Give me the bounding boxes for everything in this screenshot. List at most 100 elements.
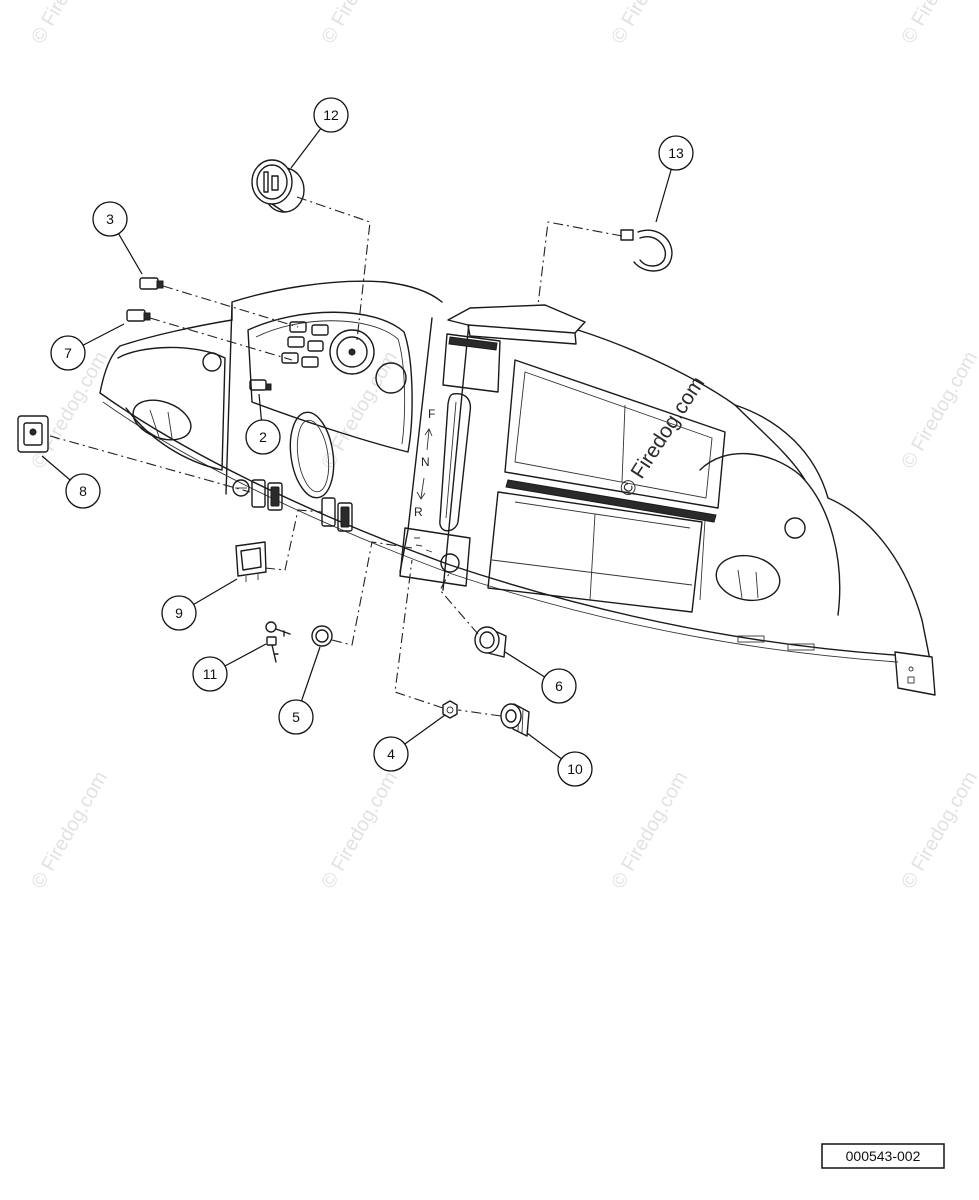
dashboard-body: F N R [99, 280, 936, 696]
key-head [266, 636, 277, 646]
key-switch-glyphs [414, 537, 433, 553]
callout-bubble [192, 656, 228, 692]
bezel-clips [245, 574, 259, 582]
key-blade [275, 628, 291, 637]
callout-bubble [65, 473, 101, 509]
dash-bottom-lip [102, 401, 899, 663]
callout-bubble [541, 668, 577, 704]
glovebox-handle [505, 479, 717, 523]
assembly-line-7 [149, 317, 293, 361]
part-11-keys [265, 621, 291, 663]
assembly-line-8 [49, 435, 251, 493]
assembly-line-13 [537, 221, 623, 306]
shift-arrow-up [424, 428, 433, 451]
assembly-line-4 [394, 559, 444, 709]
left-wing-hole [202, 352, 222, 372]
part-6-socket [474, 626, 507, 658]
switch-body [126, 309, 146, 322]
assembly-line-10 [457, 709, 502, 717]
callout-number: 11 [203, 666, 218, 682]
dash-right-inner-edge [734, 404, 806, 481]
right-cupholder [715, 554, 781, 602]
watermark-text: © Firedog.com [607, 768, 692, 893]
dash-bottom-tab [737, 635, 765, 643]
callout-number: 10 [567, 761, 583, 777]
part-number-frame [821, 1143, 945, 1169]
hex-nut [442, 700, 458, 719]
switch-body [139, 277, 159, 290]
cluster-button [301, 356, 319, 368]
assembly-line-3 [162, 285, 299, 328]
key-switch-hole [440, 553, 460, 573]
part-9-bezel [235, 541, 267, 582]
horn-icon [232, 479, 250, 497]
part-4-nut [442, 700, 458, 719]
socket-face [474, 626, 500, 654]
right-cupholder-well [699, 452, 841, 616]
lower-bin [487, 491, 703, 613]
callout-number: 5 [292, 709, 300, 725]
dash-bottom-edge [99, 392, 896, 656]
callout-bubble [245, 419, 281, 455]
shifter-slot-inner [445, 401, 457, 519]
glovebox-opening [504, 359, 726, 509]
gauge-bezel [256, 164, 288, 200]
watermark-layer: © Firedog.com © Firedog.com © Firedog.co… [27, 0, 979, 893]
callout-number: 12 [323, 107, 339, 123]
part-3-switch [139, 277, 164, 290]
part-number-box: 000543-002 [821, 1143, 945, 1169]
part-5-nut [311, 625, 333, 647]
hex-nut-hole [446, 706, 454, 714]
rocker-switch [267, 482, 283, 511]
instrument-cluster-lip [255, 320, 406, 445]
socket-opening [479, 631, 495, 649]
left-cupholder [132, 399, 192, 441]
right-wing-hole [784, 517, 806, 539]
callout-6: 6 [504, 651, 577, 704]
glovebox-divider [621, 404, 626, 483]
callout-number: 9 [175, 605, 183, 621]
watermark-text: © Firedog.com [897, 0, 979, 48]
cluster-button [311, 324, 329, 336]
part-7-switch [126, 309, 151, 322]
assembly-line-9 [264, 509, 323, 571]
speedometer-bezel [336, 336, 368, 368]
switch-tab [143, 312, 151, 321]
assembly-line-12 [296, 196, 371, 341]
key-switch-panel [399, 527, 471, 587]
knob-face [500, 703, 522, 729]
ring-outer [633, 229, 673, 272]
speedometer-hub [348, 348, 356, 356]
assembly-lines [49, 196, 623, 717]
callout-number: 8 [79, 483, 87, 499]
callout-number: 4 [387, 746, 395, 762]
dash-left-wing-top [99, 319, 233, 394]
center-console-right-edge [442, 311, 471, 591]
callout-10: 10 [526, 732, 593, 787]
callout-bubble [658, 135, 694, 171]
cluster-button [287, 336, 305, 348]
callout-7: 7 [50, 323, 125, 371]
cluster-button [281, 352, 299, 364]
callout-bubble [557, 751, 593, 787]
watermark-text: © Firedog.com [317, 0, 402, 48]
callout-2: 2 [245, 393, 281, 455]
switch-tab [156, 280, 164, 289]
top-storage-front [467, 324, 577, 345]
dash-pod-top [231, 280, 443, 321]
dash-bottom-tab [787, 643, 815, 651]
watermark-main: © Firedog.com [615, 372, 709, 500]
watermark-text: © Firedog.com [27, 0, 112, 48]
right-cupholder-inner [737, 569, 759, 599]
part-12-gauge [251, 159, 305, 213]
callout-bubble [373, 736, 409, 772]
callout-bubble [161, 595, 197, 631]
end-panel-mark [908, 666, 914, 672]
callout-3: 3 [92, 201, 143, 275]
watermark-text: © Firedog.com [897, 348, 979, 473]
end-panel-mark [907, 676, 915, 684]
knob-center [505, 709, 517, 723]
gauge-needle-mark [271, 175, 279, 191]
callout-9: 9 [161, 578, 238, 631]
callout-number: 3 [106, 211, 114, 227]
